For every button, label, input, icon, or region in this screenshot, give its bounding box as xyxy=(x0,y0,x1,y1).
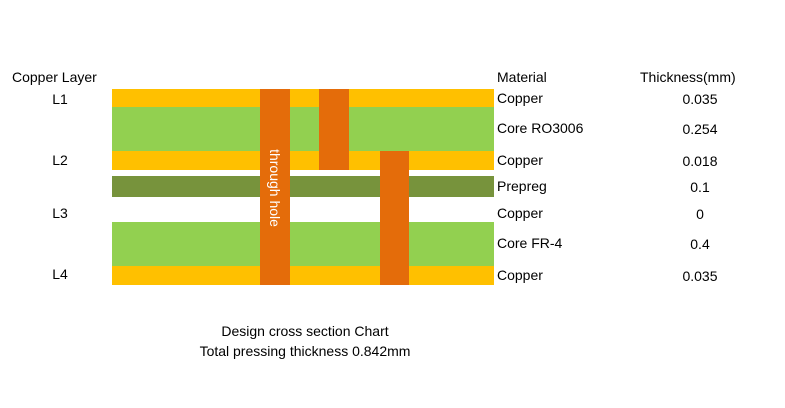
diagram-caption-title: Design cross section Chart xyxy=(221,323,389,339)
copper-band-l2 xyxy=(112,151,494,170)
thickness-row-1: 0.035 xyxy=(682,91,718,107)
blind-via-l1-l2 xyxy=(319,89,349,170)
material-row-5: Copper xyxy=(497,205,543,221)
prepreg-band xyxy=(112,176,494,197)
through-hole-label: through hole xyxy=(267,148,283,227)
copper-band-l4 xyxy=(112,266,494,285)
thickness-header: Thickness(mm) xyxy=(640,69,736,85)
thickness-row-5: 0 xyxy=(696,206,704,222)
thickness-row-3: 0.018 xyxy=(682,153,718,169)
layer-label-l2: L2 xyxy=(52,152,68,168)
material-row-4: Prepreg xyxy=(497,178,547,194)
material-row-3: Copper xyxy=(497,152,543,168)
material-row-2: Core RO3006 xyxy=(497,120,584,136)
thickness-row-7: 0.035 xyxy=(682,268,718,284)
core-ro3006-band xyxy=(112,107,494,151)
layer-label-l4: L4 xyxy=(52,266,68,282)
material-header: Material xyxy=(497,69,547,85)
buried-via-l2-l4 xyxy=(380,151,409,285)
thickness-row-2: 0.254 xyxy=(682,121,718,137)
thickness-row-6: 0.4 xyxy=(690,236,710,252)
layer-label-l1: L1 xyxy=(52,91,68,107)
through-hole-via xyxy=(260,89,290,285)
diagram-caption-total: Total pressing thickness 0.842mm xyxy=(199,343,411,359)
core-fr4-band xyxy=(112,222,494,266)
copper-band-l1 xyxy=(112,89,494,107)
layer-label-l3: L3 xyxy=(52,205,68,221)
material-row-7: Copper xyxy=(497,267,543,283)
thickness-row-4: 0.1 xyxy=(690,179,710,195)
material-row-1: Copper xyxy=(497,90,543,106)
copper-layer-header: Copper Layer xyxy=(12,69,97,85)
material-row-6: Core FR-4 xyxy=(497,235,563,251)
